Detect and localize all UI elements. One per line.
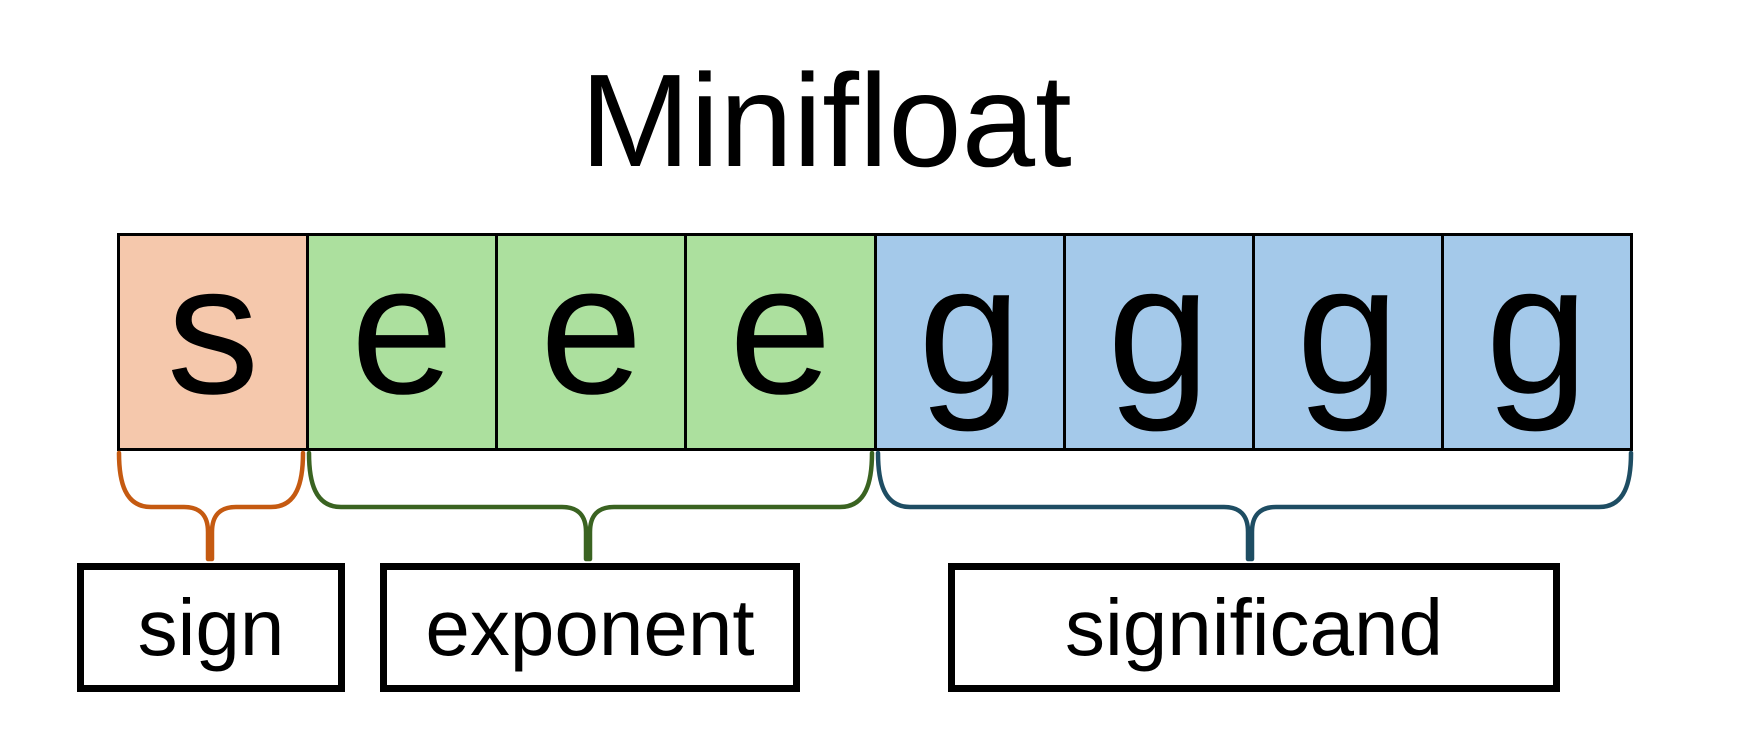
exponent-brace-path (306, 450, 875, 562)
significand-brace-path (875, 450, 1634, 562)
bit-cell-significand-4: g (1440, 226, 1630, 448)
significand-label: significand (1064, 582, 1443, 672)
bit-cell-significand-3: g (1251, 226, 1441, 448)
bit-letter: s (166, 226, 260, 433)
bit-cell-significand-2: g (1062, 226, 1252, 448)
sign-brace-path (116, 450, 306, 562)
bit-letter: g (918, 226, 1021, 433)
exponent-label: exponent (425, 582, 755, 672)
sign-label: sign (137, 582, 285, 672)
sign-brace (116, 450, 306, 562)
bit-letter: e (728, 226, 832, 433)
bit-letter: g (1296, 226, 1400, 433)
bit-cell-exponent-2: e (495, 226, 685, 448)
exponent-label-box: exponent (380, 563, 800, 692)
bit-letter: g (1485, 226, 1589, 433)
bit-cell-exponent-1: e (306, 226, 496, 448)
bit-cell-significand-1: g (873, 226, 1063, 448)
bit-letter: g (1107, 226, 1211, 433)
bit-letter: e (350, 226, 454, 433)
significand-label-box: significand (948, 563, 1560, 692)
exponent-brace (306, 450, 875, 562)
significand-brace (875, 450, 1634, 562)
sign-label-box: sign (77, 563, 345, 692)
diagram-title: Minifloat (580, 47, 1072, 194)
bit-field-row: s e e e g g g g (117, 233, 1633, 451)
bit-letter: e (539, 226, 643, 433)
bit-cell-sign: s (120, 226, 307, 448)
bit-cell-exponent-3: e (684, 226, 874, 448)
